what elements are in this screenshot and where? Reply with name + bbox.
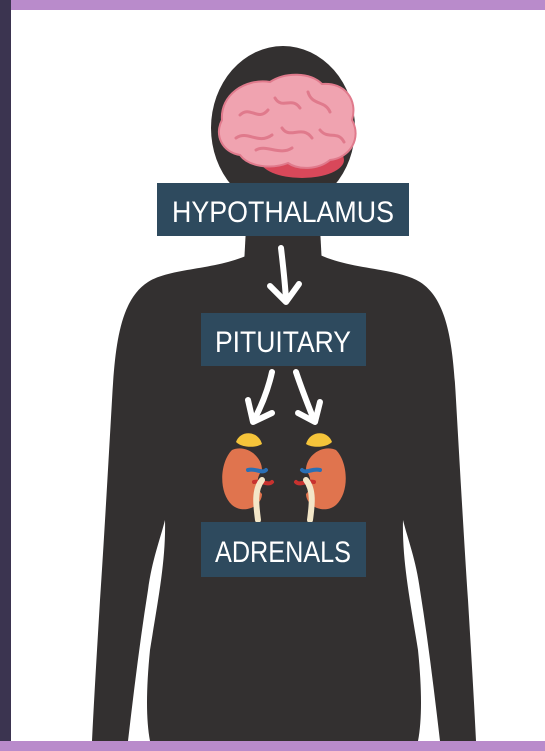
pituitary-label: PITUITARY [201,313,366,366]
adrenals-label-text: ADRENALS [215,536,351,569]
pituitary-label-text: PITUITARY [215,326,351,359]
adrenals-label: ADRENALS [201,522,366,577]
hypothalamus-label: HYPOTHALAMUS [157,183,409,236]
hypothalamus-label-text: HYPOTHALAMUS [172,196,394,229]
